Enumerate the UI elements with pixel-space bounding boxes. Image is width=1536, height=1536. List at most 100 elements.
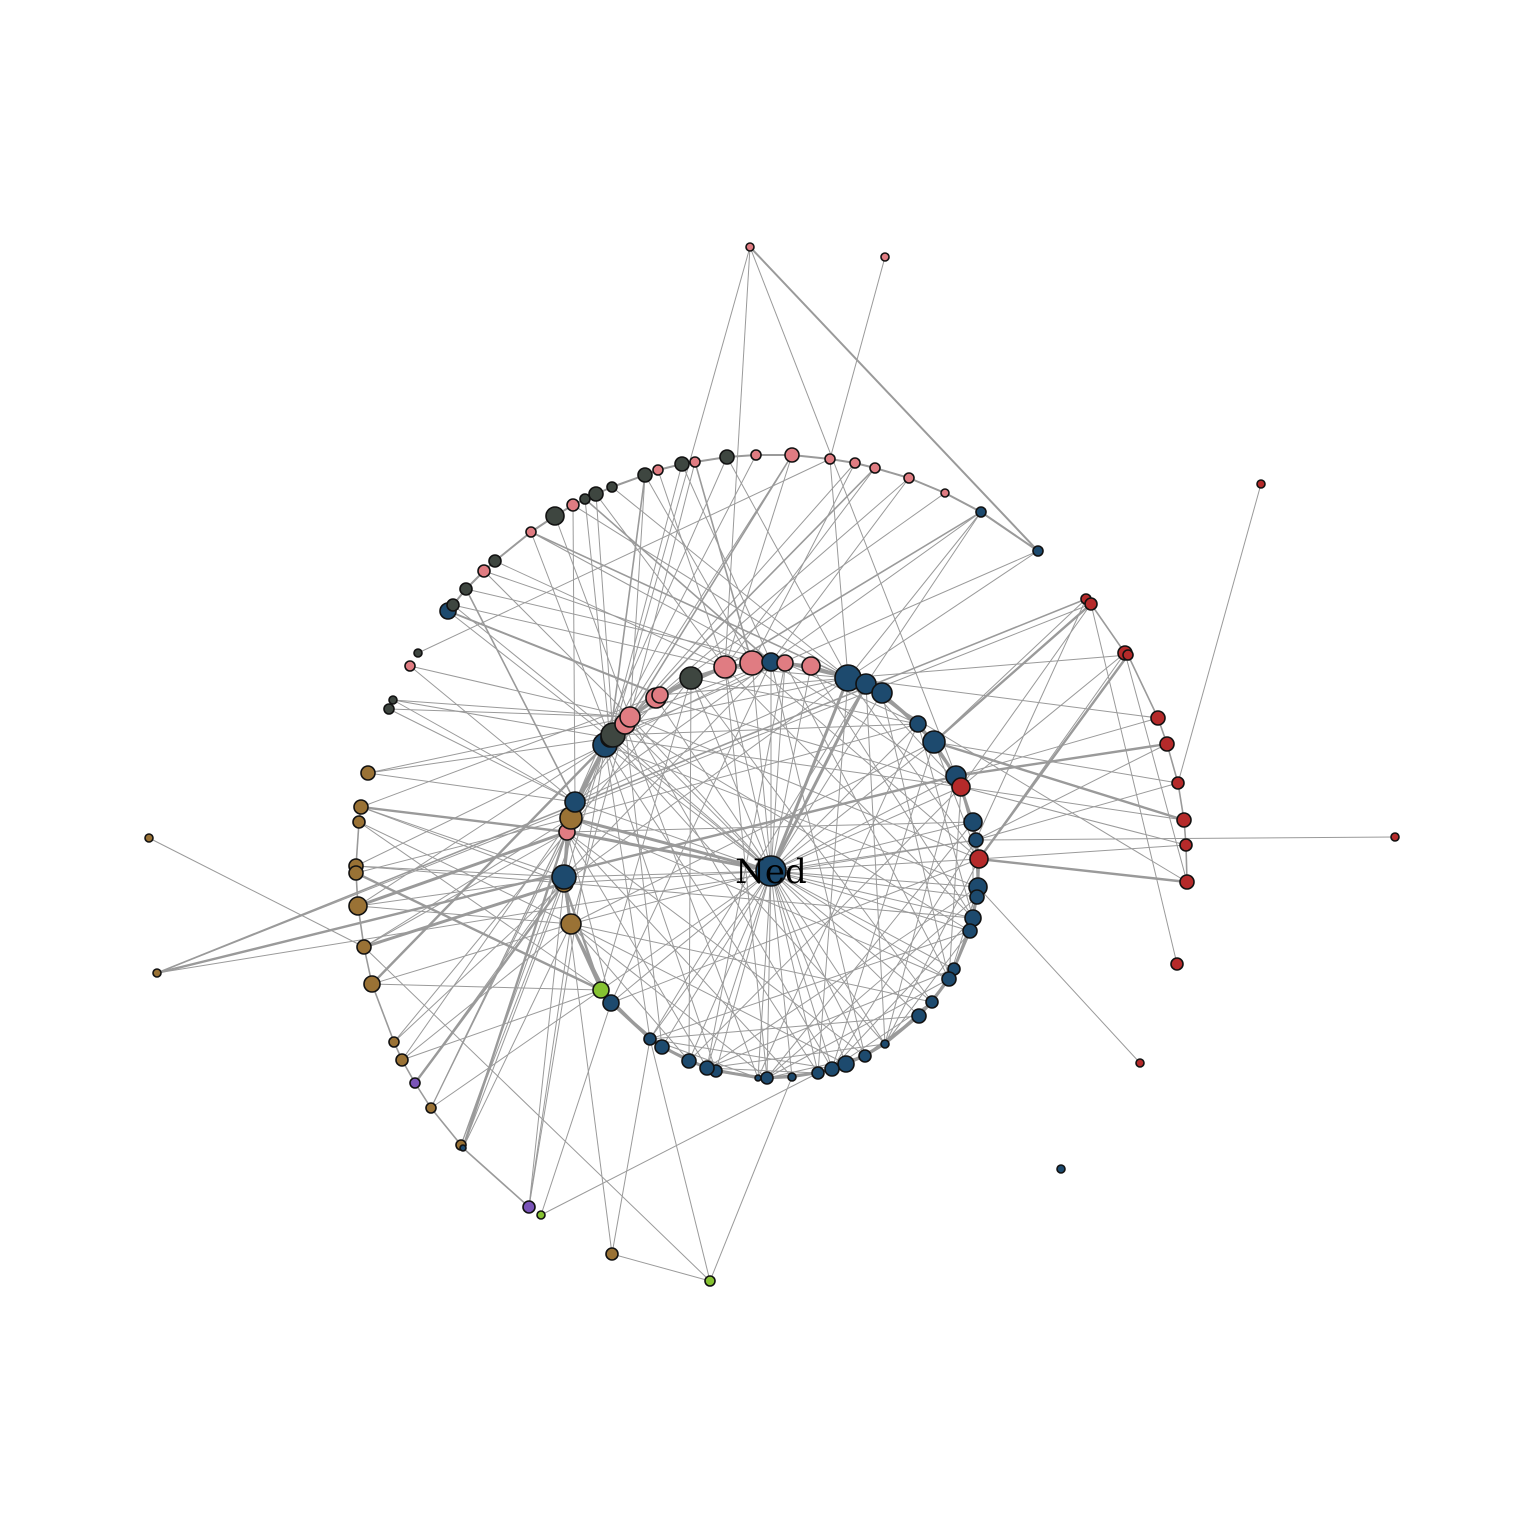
graph-edge xyxy=(609,454,757,739)
graph-edge xyxy=(649,1038,833,1070)
graph-edge xyxy=(452,604,614,736)
graph-edge xyxy=(977,886,1141,1064)
graph-edge xyxy=(452,604,726,668)
graph-node xyxy=(903,472,915,484)
graph-edge xyxy=(955,717,1159,777)
graph-edge xyxy=(570,816,772,873)
graph-node xyxy=(969,849,989,869)
graph-node xyxy=(760,1071,774,1085)
graph-node xyxy=(787,1072,797,1082)
graph-edge xyxy=(430,989,602,1109)
graph-edge xyxy=(865,683,886,1045)
graph-edge xyxy=(770,870,979,888)
graph-node xyxy=(1256,479,1266,489)
graph-edge xyxy=(570,817,950,980)
graph-edge xyxy=(908,477,946,494)
graph-edge xyxy=(570,723,626,925)
graph-edge xyxy=(1177,483,1262,784)
graph-node xyxy=(674,456,690,472)
graph-edge xyxy=(770,870,920,1017)
graph-node xyxy=(969,889,985,905)
graph-edge xyxy=(392,699,611,739)
graph-edge xyxy=(770,477,910,663)
graph-edge xyxy=(766,821,974,1079)
graph-edge xyxy=(629,716,980,860)
graph-edge xyxy=(629,716,833,1070)
graph-edge xyxy=(757,723,919,1079)
graph-node xyxy=(975,506,987,518)
graph-node xyxy=(1150,710,1166,726)
graph-edge xyxy=(770,870,933,1003)
graph-node xyxy=(1176,812,1192,828)
graph-node xyxy=(651,686,669,704)
graph-edge xyxy=(494,560,726,668)
graph-edge xyxy=(724,666,768,1079)
graph-edge xyxy=(874,467,910,479)
graph-node xyxy=(459,1144,467,1152)
graph-node xyxy=(941,971,957,987)
graph-edge xyxy=(1090,603,1126,654)
graph-edge xyxy=(847,511,982,679)
graph-edge xyxy=(770,870,974,919)
graph-node xyxy=(880,252,890,262)
graph-edge xyxy=(392,699,576,803)
graph-edge xyxy=(566,831,708,1069)
graph-edge xyxy=(649,930,971,1040)
graph-node xyxy=(951,777,971,797)
graph-edge xyxy=(770,870,793,1078)
graph-node xyxy=(713,655,737,679)
graph-node xyxy=(964,909,982,927)
graph-edge xyxy=(528,923,572,1208)
graph-node xyxy=(348,896,368,916)
graph-node xyxy=(719,449,735,465)
graph-edge xyxy=(611,1253,711,1282)
graph-edge xyxy=(570,723,919,819)
graph-edge xyxy=(367,737,611,774)
graph-node xyxy=(1032,545,1044,557)
graph-node xyxy=(1179,838,1193,852)
graph-edge xyxy=(726,456,849,679)
graph-edge xyxy=(528,744,606,1208)
graph-nodes xyxy=(144,242,1400,1287)
graph-edge xyxy=(724,511,982,668)
graph-edge xyxy=(562,882,603,991)
graph-edge xyxy=(483,570,753,664)
graph-edge xyxy=(358,821,602,991)
graph-node xyxy=(413,648,423,658)
graph-edge xyxy=(831,839,977,1070)
graph-edge xyxy=(604,744,651,1040)
graph-node xyxy=(1135,1058,1145,1068)
graph-edge xyxy=(933,741,1179,784)
center-node-label: Ned xyxy=(735,852,807,892)
graph-edge xyxy=(649,683,867,1040)
graph-node xyxy=(152,968,162,978)
graph-node xyxy=(925,995,939,1009)
graph-node xyxy=(824,1061,840,1077)
graph-edge xyxy=(610,661,772,1004)
graph-node xyxy=(750,449,762,461)
graph-edge xyxy=(770,741,935,872)
graph-edge xyxy=(610,858,980,1004)
graph-edge xyxy=(570,923,933,1003)
graph-edge xyxy=(156,598,1087,974)
graph-edge xyxy=(388,708,576,803)
graph-edge xyxy=(933,603,1092,743)
graph-edge xyxy=(769,677,850,872)
graph-edge xyxy=(644,474,753,664)
graph-node xyxy=(849,457,861,469)
graph-edge xyxy=(563,677,849,884)
graph-edge xyxy=(770,723,919,872)
graph-edge xyxy=(770,786,962,872)
graph-edge xyxy=(554,515,631,718)
graph-edge xyxy=(960,652,1126,788)
graph-edge xyxy=(865,511,982,685)
graph-edge xyxy=(371,983,395,1043)
graph-node xyxy=(911,1008,927,1024)
graph-node xyxy=(352,815,366,829)
graph-edge xyxy=(367,772,576,803)
graph-node xyxy=(922,730,946,754)
graph-node xyxy=(811,1066,825,1080)
graph-node xyxy=(654,1039,670,1055)
graph-node xyxy=(776,654,794,672)
graph-edge xyxy=(706,1067,819,1074)
